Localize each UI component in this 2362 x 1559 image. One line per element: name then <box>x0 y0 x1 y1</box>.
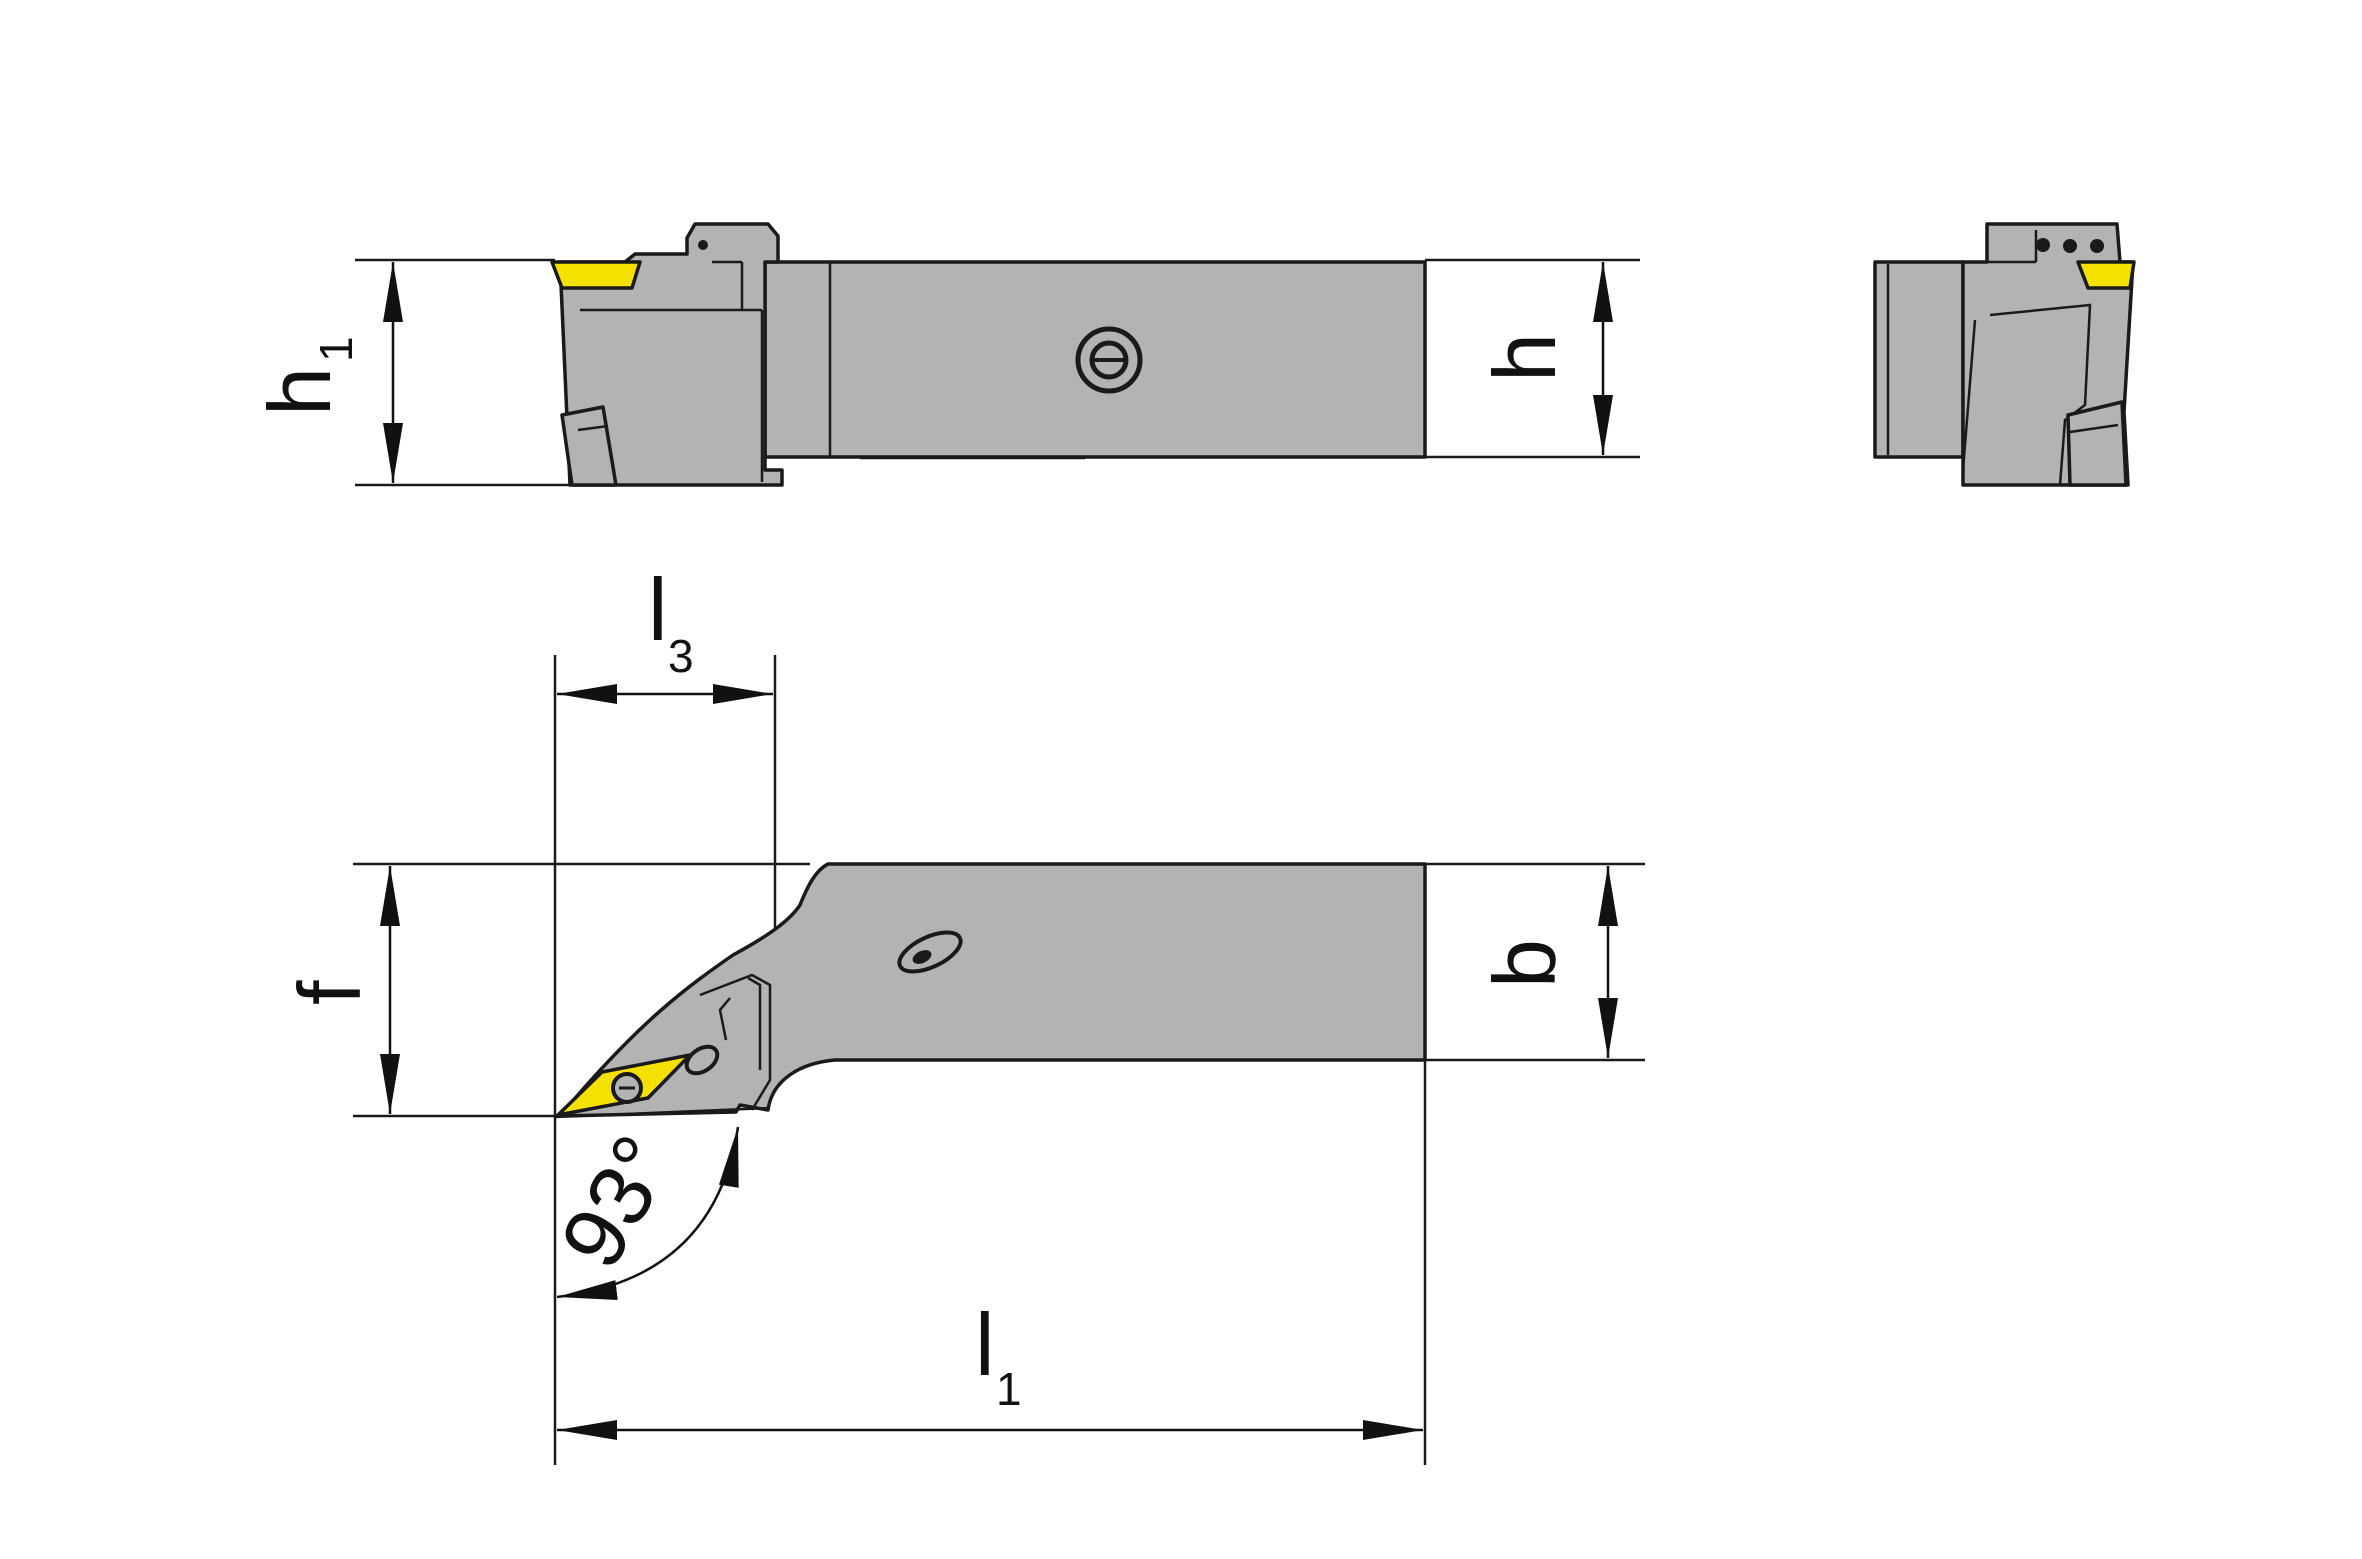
end-insert <box>2076 260 2136 290</box>
b-label: b <box>1475 939 1574 988</box>
top-view <box>353 655 1645 1465</box>
end-view <box>1873 222 2136 487</box>
l3-subscript: 3 <box>668 630 694 682</box>
clamp-screw-icon <box>698 240 708 250</box>
shank-screw-icon <box>1075 326 1143 394</box>
side-view <box>355 222 1640 487</box>
l1-subscript: 1 <box>996 1363 1022 1415</box>
side-insert <box>550 260 642 290</box>
insert-screw-icon <box>611 1072 643 1104</box>
l1-label: l <box>975 1295 995 1394</box>
f-label: f <box>280 980 379 1005</box>
h-label: h <box>1475 333 1574 382</box>
angle-label: 93° <box>541 1119 693 1284</box>
clamp-icon <box>684 1044 720 1076</box>
end-screws-icon <box>2036 238 2104 253</box>
angle-arc <box>556 1126 740 1300</box>
top-body <box>558 862 1427 1118</box>
l3-label: l <box>648 560 668 659</box>
h1-label: h <box>250 367 349 416</box>
h1-subscript: 1 <box>310 336 362 362</box>
